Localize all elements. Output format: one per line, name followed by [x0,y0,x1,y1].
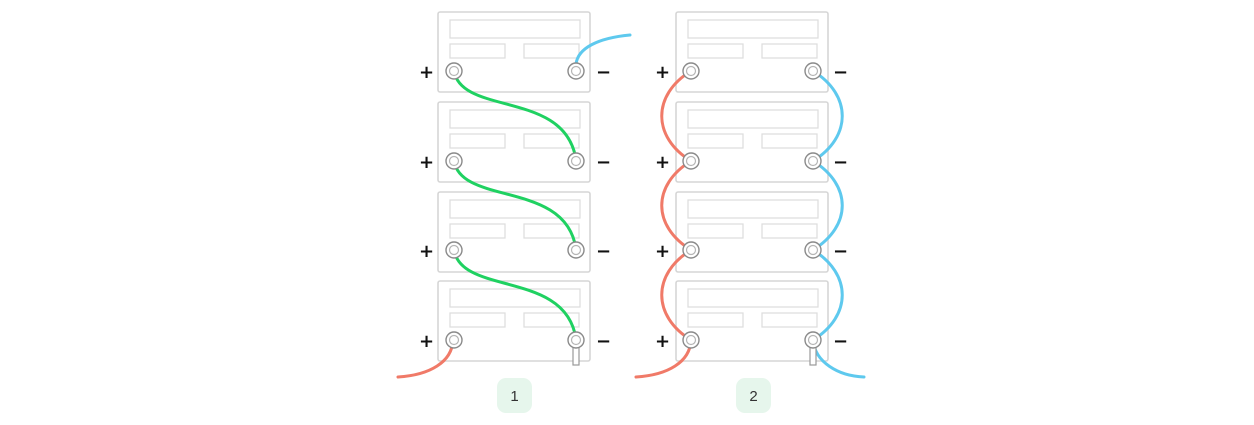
negative-sign: − [833,62,848,83]
battery-icon [675,11,829,93]
panel-label-badge: 1 [497,378,532,413]
negative-sign: − [596,152,611,173]
negative-sign: − [833,331,848,352]
negative-sign: − [833,152,848,173]
battery-icon [675,280,829,362]
positive-sign: + [655,331,670,352]
battery-icon [675,191,829,273]
negative-sign: − [596,241,611,262]
battery-icon [437,191,591,273]
terminal-icon [445,62,585,349]
cable-clamp [809,346,817,366]
positive-sign: + [655,241,670,262]
series-link-cable [452,159,578,251]
battery-icon [437,280,591,362]
positive-sign: + [655,152,670,173]
panel-label: 1 [510,388,518,405]
panel-parallel: + − + − + − + − 2 [634,11,866,413]
negative-cable [574,33,632,66]
panel-series: + − + − + − + − 1 [396,11,632,413]
battery-icon [437,101,591,183]
positive-sign: + [655,62,670,83]
battery-icon [675,101,829,183]
panel-label: 2 [749,388,757,405]
positive-sign: + [419,62,434,83]
negative-sign: − [596,62,611,83]
positive-sign: + [419,152,434,173]
positive-sign: + [419,331,434,352]
cable-clamp [572,346,580,366]
terminal-icon [682,62,822,349]
series-link-cable [452,69,578,162]
negative-sign: − [833,241,848,262]
battery-icon [437,11,591,93]
series-link-cable [452,248,578,341]
negative-sign: − [596,331,611,352]
positive-sign: + [419,241,434,262]
panel-label-badge: 2 [736,378,771,413]
